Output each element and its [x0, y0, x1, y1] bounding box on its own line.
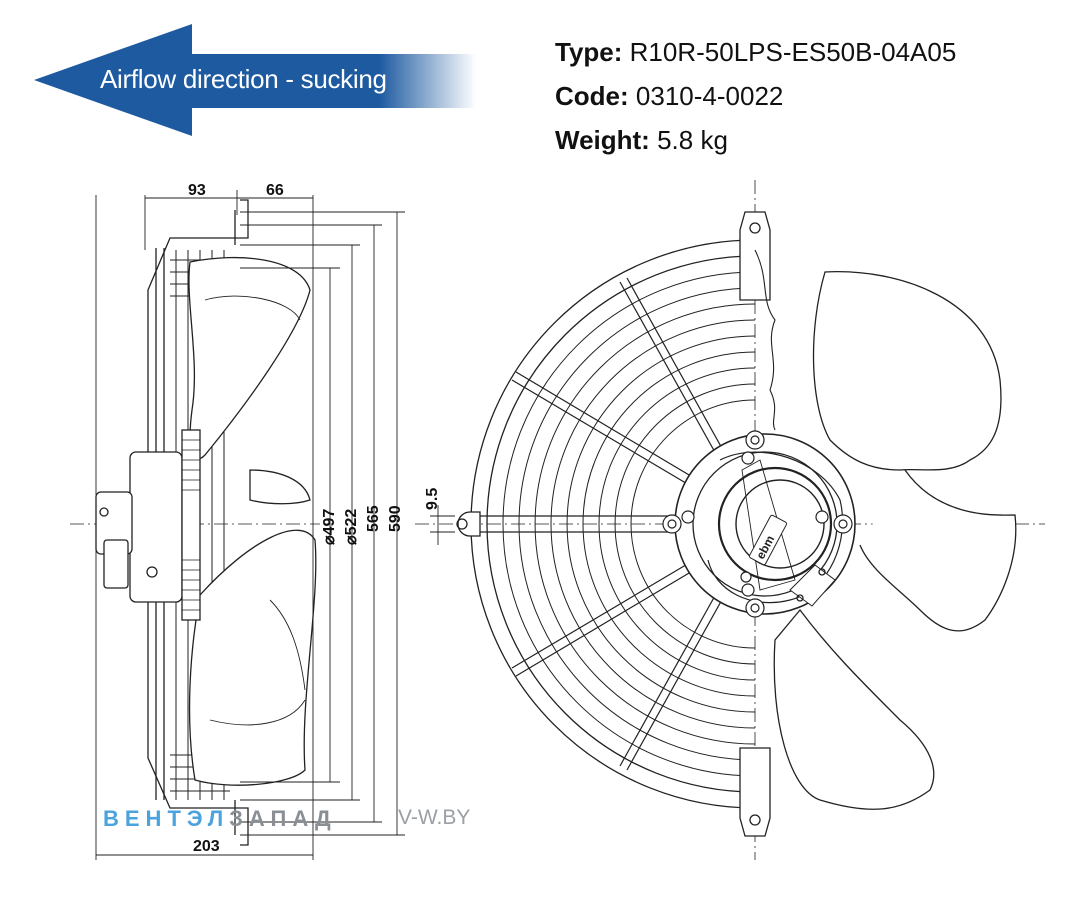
dimension-labels: 93 66 203 ⌀497 ⌀522 565 590 9.5 — [188, 182, 441, 855]
front-view — [415, 180, 1045, 860]
watermark: ВЕНТЭЛЗАПАД — [103, 806, 337, 831]
spec-weight: Weight: 5.8 kg — [555, 125, 728, 155]
spec-type: Type: R10R-50LPS-ES50B-04A05 — [555, 37, 957, 67]
dim-66: 66 — [266, 182, 284, 199]
side-view — [70, 190, 455, 860]
watermark-url: V-W.BY — [398, 806, 471, 829]
dim-9-5: 9.5 — [424, 488, 441, 510]
dim-203: 203 — [193, 838, 220, 855]
airflow-label: Airflow direction - sucking — [100, 64, 387, 94]
dim-590: 590 — [387, 505, 404, 532]
dim-522: ⌀522 — [343, 509, 360, 545]
dim-93: 93 — [188, 182, 206, 199]
spec-code: Code: 0310-4-0022 — [555, 81, 784, 111]
dim-565: 565 — [365, 505, 382, 532]
airflow-arrow-icon — [34, 24, 476, 136]
spec-block: Type: R10R-50LPS-ES50B-04A05 Code: 0310-… — [555, 30, 956, 162]
dim-497: ⌀497 — [321, 509, 338, 545]
